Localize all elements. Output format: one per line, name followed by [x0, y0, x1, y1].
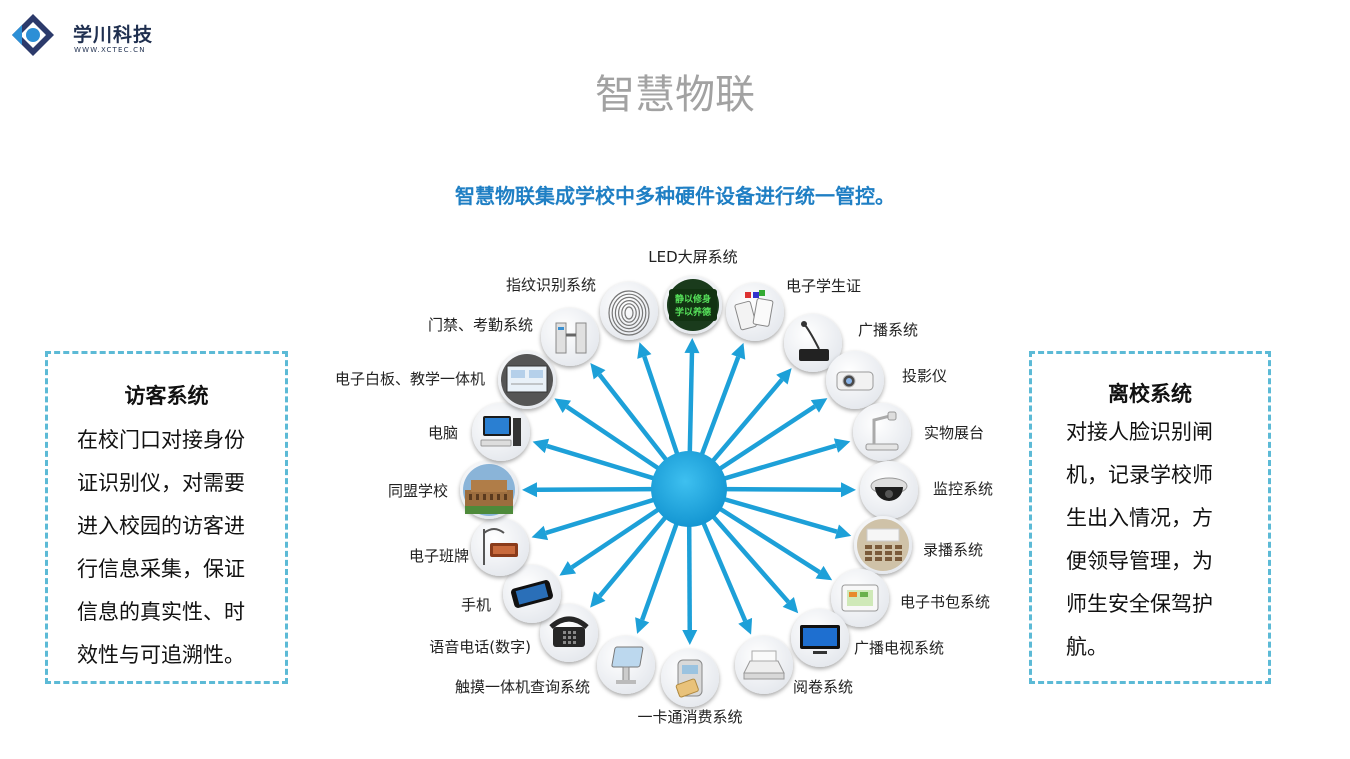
broadcast-mic-icon [784, 314, 842, 372]
arrow-classroom [722, 496, 852, 539]
tv-icon [791, 609, 849, 667]
device-labels: LED大屏系统电子学生证广播系统投影仪实物展台监控系统录播系统电子书包系统广播电… [335, 248, 993, 726]
visitor-system-box: 访客系统 在校门口对接身份 证识别仪，对需要 进入校园的访客进 行信息采集，保证… [45, 351, 288, 684]
page-title: 智慧物联 [595, 72, 755, 118]
arrow-dome-camera [724, 482, 857, 498]
scanner-icon [735, 636, 793, 694]
visitor-line: 在校门口对接身份 [77, 428, 245, 452]
device-label: 指纹识别系统 [506, 276, 596, 294]
arrow-turnstile [590, 362, 669, 463]
device-label: 监控系统 [933, 480, 993, 498]
device-label: LED大屏系统 [648, 248, 737, 266]
central-hub [651, 451, 727, 527]
arrow-fingerprint [637, 342, 680, 456]
leaving-line: 对接人脸识别闸 [1066, 420, 1213, 444]
device-label: 触摸一体机查询系统 [455, 678, 590, 696]
device-label: 投影仪 [902, 367, 947, 385]
kiosk-icon [597, 636, 655, 694]
logo-mark-icon [12, 14, 54, 56]
visitor-line: 行信息采集，保证 [77, 557, 245, 581]
device-label: 一卡通消费系统 [637, 708, 742, 726]
tablet-icon [831, 569, 889, 627]
smartphone-icon [503, 565, 561, 623]
leaving-system-description: 对接人脸识别闸 机，记录学校师 生出入情况，方 便领导管理，为 师生安全保驾护 … [1066, 411, 1262, 669]
leaving-line: 航。 [1066, 635, 1108, 659]
device-label: 门禁、考勤系统 [428, 316, 533, 334]
school-building-icon [460, 461, 518, 519]
visitor-system-title: 访客系统 [124, 384, 209, 408]
company-logo: 学川科技 WWW.XCTEC.CN [10, 8, 170, 58]
arrow-led-screen [684, 337, 700, 454]
card-pos-icon [661, 649, 719, 707]
device-label: 电子学生证 [786, 277, 861, 295]
device-label: 阅卷系统 [793, 678, 853, 696]
telephone-icon [540, 604, 598, 662]
visitor-system-description: 在校门口对接身份 证识别仪，对需要 进入校园的访客进 行信息采集，保证 信息的真… [77, 419, 277, 677]
device-label: 电子书包系统 [900, 593, 990, 611]
fingerprint-icon [600, 282, 658, 340]
student-card-icon [726, 283, 784, 341]
device-label: 同盟学校 [388, 482, 448, 500]
classroom-icon [854, 516, 912, 574]
arrow-computer [532, 438, 656, 481]
visitor-line: 信息的真实性、时 [77, 600, 245, 624]
connection-arrows [521, 337, 857, 646]
device-label: 手机 [461, 596, 491, 614]
arrow-student-card [699, 342, 746, 457]
leaving-line: 机，记录学校师 [1066, 463, 1213, 487]
leaving-system-title: 离校系统 [1108, 382, 1192, 406]
arrow-card-pos [682, 524, 698, 646]
visitor-line: 效性与可追溯性。 [77, 643, 245, 667]
arrow-smartphone [559, 507, 661, 576]
device-label: 语音电话(数字) [429, 638, 531, 656]
projector-icon [826, 351, 884, 409]
page-subtitle: 智慧物联集成学校中多种硬件设备进行统一管控。 [455, 184, 895, 208]
arrow-scanner [701, 521, 753, 635]
brand-name: 学川科技 [73, 24, 154, 46]
leaving-line: 便领导管理，为 [1066, 549, 1213, 573]
leaving-line: 生出入情况，方 [1066, 506, 1213, 530]
device-label: 电脑 [428, 424, 458, 442]
device-label: 广播系统 [858, 321, 918, 339]
device-label: 电子白板、教学一体机 [335, 370, 485, 388]
device-label: 实物展台 [924, 424, 984, 442]
device-label: 录播系统 [923, 541, 983, 559]
turnstile-icon [541, 308, 599, 366]
arrow-school-building [521, 482, 654, 498]
arrow-projector [717, 398, 828, 472]
arrow-broadcast-mic [710, 368, 792, 464]
arrow-telephone [590, 515, 668, 608]
device-label: 广播电视系统 [854, 639, 944, 657]
document-camera-icon [853, 403, 911, 461]
svg-text:静以修身: 静以修身 [675, 293, 711, 305]
dome-camera-icon [860, 461, 918, 519]
leaving-system-box: 离校系统 对接人脸识别闸 机，记录学校师 生出入情况，方 便领导管理，为 师生安… [1029, 351, 1271, 684]
arrow-class-sign [531, 497, 656, 541]
arrow-tablet [718, 506, 833, 581]
svg-text:学以养德: 学以养德 [675, 306, 711, 318]
leaving-line: 师生安全保驾护 [1066, 592, 1213, 616]
arrow-whiteboard [554, 398, 661, 471]
brand-url: WWW.XCTEC.CN [74, 46, 146, 54]
arrow-tv [711, 514, 799, 614]
device-label: 电子班牌 [409, 547, 469, 565]
visitor-line: 证识别仪，对需要 [77, 471, 245, 495]
visitor-line: 进入校园的访客进 [77, 514, 245, 538]
class-sign-icon [471, 518, 529, 576]
arrow-document-camera [722, 438, 851, 481]
computer-icon [472, 403, 530, 461]
arrow-kiosk [635, 522, 679, 634]
whiteboard-icon [498, 351, 556, 409]
